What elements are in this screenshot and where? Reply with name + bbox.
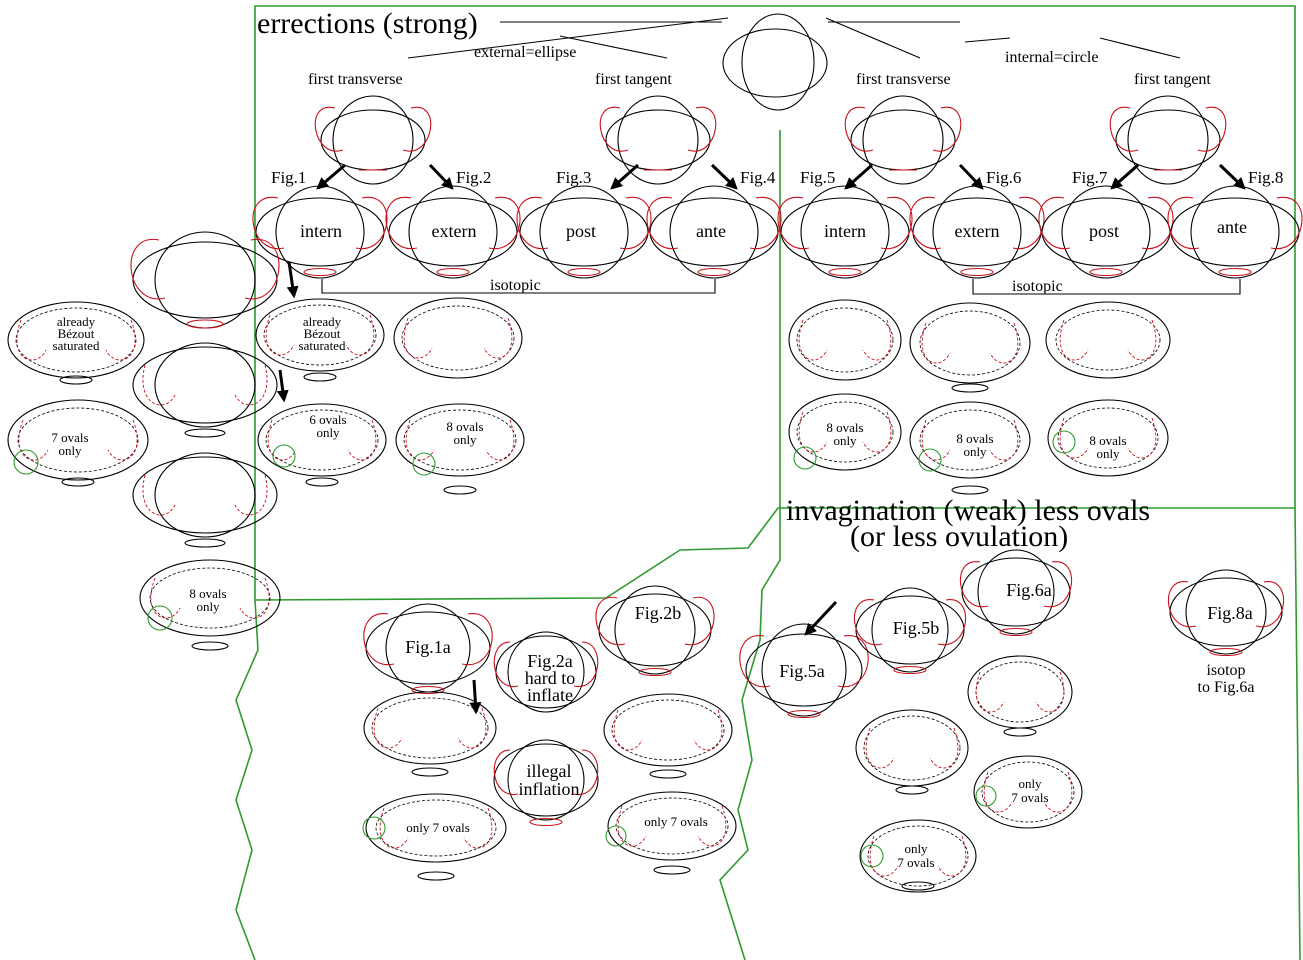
note-saturated-mid: saturated [299, 338, 346, 353]
note-saturated-left: saturated [53, 338, 100, 353]
note-only-8d: only [1096, 446, 1120, 461]
note-only-left2: only [196, 599, 220, 614]
internal-label: internal=circle [1005, 49, 1098, 66]
label-post-7: post [1089, 221, 1119, 241]
weak-region-right-edge [1294, 507, 1301, 960]
scheme-row1 [314, 95, 1227, 185]
weak-right-text: Fig.5a Fig.5b Fig.6a Fig.8a isotop to Fi… [779, 580, 1254, 870]
note-7ovals-left: 7 ovals [51, 430, 88, 445]
fig-label-2: Fig.2 [456, 168, 491, 187]
fig-label-1: Fig.1 [271, 168, 306, 187]
first-transverse-label-left: first transverse [308, 71, 403, 88]
left-column-text: already Bézout saturated 7 ovals only 8 … [51, 314, 226, 614]
label-extern-2: extern [432, 221, 477, 241]
note-already-left: already [57, 314, 96, 329]
label-ante-4: ante [696, 221, 726, 241]
weak-right [739, 549, 1285, 893]
note-inflation: inflation [519, 779, 580, 799]
root-scheme [722, 13, 828, 111]
note-only7-b: only 7 ovals [644, 814, 708, 829]
fig-label-3: Fig.3 [556, 168, 591, 187]
note-already-mid: already [303, 314, 342, 329]
note-6ovals: 6 ovals [309, 412, 346, 427]
left-column [7, 231, 281, 651]
label-fig6a: Fig.6a [1006, 580, 1052, 600]
region-boundaries [235, 5, 1301, 960]
fig-label-5: Fig.5 [800, 168, 835, 187]
fig-label-8: Fig.8 [1248, 168, 1283, 187]
note-7ovals-a: 7 ovals [1011, 790, 1048, 805]
label-intern-1: intern [300, 221, 342, 241]
note-8ovals-left: 8 ovals [189, 586, 226, 601]
first-tangent-label-right: first tangent [1134, 71, 1211, 88]
fig-row-labels: intern extern post ante intern extern po… [300, 217, 1247, 241]
first-tangent-label-left: first tangent [595, 71, 672, 88]
first-transverse-label-right: first transverse [856, 71, 951, 88]
weak-left-text: Fig.1a Fig.2a hard to inflate Fig.2b ill… [405, 603, 708, 835]
note-hard-to: hard to [525, 668, 575, 688]
note-only7-a: only 7 ovals [406, 820, 470, 835]
note-only-7b: only [904, 841, 928, 856]
isotopic-label-right: isotopic [1012, 278, 1063, 295]
isotopic-brackets [321, 279, 1241, 295]
fig-label-7: Fig.7 [1072, 168, 1108, 187]
branch-lines [407, 17, 1181, 59]
separator-vertical [719, 130, 781, 960]
label-fig1a: Fig.1a [405, 637, 451, 657]
weak-title-line2: (or less ovulation) [850, 520, 1068, 553]
weak-title-line1: invagination (weak) less ovals [786, 494, 1150, 527]
label-fig5b: Fig.5b [893, 618, 940, 638]
strong-middle-text: already Bézout saturated 6 ovals only 8 … [299, 314, 1127, 461]
label-fig2a: Fig.2a [527, 651, 573, 671]
note-only-8c: only [963, 444, 987, 459]
label-ante-8: ante [1217, 217, 1247, 237]
label-fig2b: Fig.2b [635, 603, 682, 623]
isotopic-label-left: isotopic [490, 277, 541, 294]
strong-region-border [254, 5, 1296, 601]
label-fig8a: Fig.8a [1207, 603, 1253, 623]
note-only-7a: only [1018, 776, 1042, 791]
strong-title: errections (strong) [257, 7, 478, 40]
note-illegal: illegal [527, 761, 572, 781]
note-only-6: only [316, 425, 340, 440]
label-fig5a: Fig.5a [779, 661, 825, 681]
fig-label-4: Fig.4 [740, 168, 776, 187]
note-inflate: inflate [527, 685, 573, 705]
note-8ovals-a: 8 ovals [446, 419, 483, 434]
label-intern-5: intern [824, 221, 866, 241]
note-8ovals-d: 8 ovals [1089, 433, 1126, 448]
note-7ovals-b: 7 ovals [897, 855, 934, 870]
note-8ovals-c: 8 ovals [956, 431, 993, 446]
external-label: external=ellipse [474, 44, 576, 61]
weak-left [362, 585, 737, 881]
note-isotop: isotop [1206, 662, 1245, 679]
label-extern-6: extern [955, 221, 1000, 241]
note-only-left: only [58, 443, 82, 458]
note-only-8b: only [833, 433, 857, 448]
note-to-fig6a: to Fig.6a [1198, 679, 1255, 696]
arrows-row1 [316, 163, 1246, 190]
note-bezout-left: Bézout [58, 326, 95, 341]
label-post-3: post [566, 221, 596, 241]
strong-region-left-edge [235, 599, 259, 960]
arrows-fig1-chain [276, 261, 299, 403]
note-only-8a: only [453, 432, 477, 447]
fig-row [252, 185, 1303, 279]
strong-middle [255, 297, 1171, 495]
fig-label-6: Fig.6 [986, 168, 1021, 187]
fig-labels: Fig.1 Fig.2 Fig.3 Fig.4 Fig.5 Fig.6 Fig.… [271, 168, 1283, 187]
note-bezout-mid: Bézout [304, 326, 341, 341]
note-8ovals-b: 8 ovals [826, 420, 863, 435]
